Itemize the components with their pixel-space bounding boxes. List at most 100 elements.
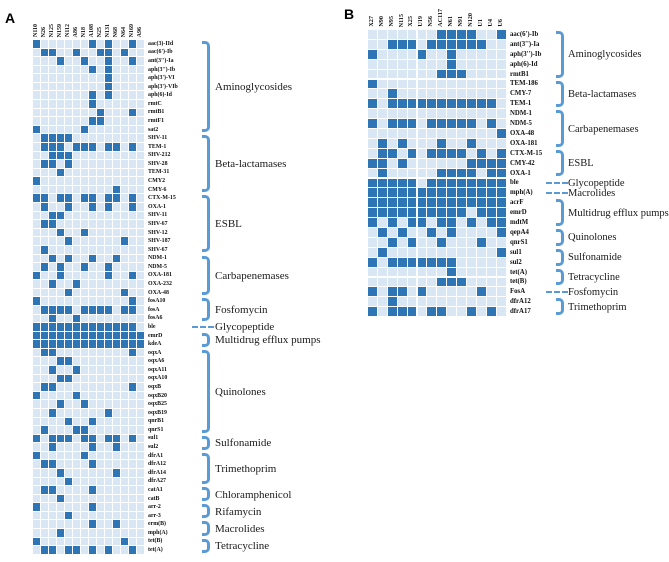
heatmap-cell — [407, 237, 417, 247]
heatmap-cell — [89, 142, 97, 151]
heatmap-cell — [467, 39, 476, 49]
heatmap-cell — [41, 134, 49, 142]
heatmap-cell — [57, 520, 65, 529]
heatmap-cell — [437, 39, 447, 49]
gene-row-label: FosA — [510, 288, 526, 296]
heatmap-cell — [113, 74, 121, 82]
heatmap-cell — [129, 271, 137, 280]
heatmap-cell — [113, 160, 121, 168]
heatmap-cell — [417, 228, 427, 237]
heatmap-cell — [368, 267, 377, 277]
heatmap-cell — [97, 288, 105, 297]
heatmap-cell — [57, 340, 65, 348]
heatmap-cell — [121, 245, 129, 254]
heatmap-cell — [89, 40, 97, 48]
heatmap-cell — [129, 400, 137, 408]
heatmap-cell — [486, 267, 496, 277]
heatmap-cell — [368, 30, 377, 39]
heatmap-cell — [368, 218, 377, 227]
heatmap-cell — [89, 91, 97, 100]
heatmap-cell — [57, 57, 65, 65]
heatmap-cell — [89, 288, 97, 297]
heatmap-cell — [129, 185, 137, 194]
heatmap-cell — [407, 257, 417, 267]
gene-row-label: OXA-181 — [148, 272, 172, 279]
heatmap-cell — [65, 211, 73, 220]
heatmap-cell — [113, 151, 121, 160]
heatmap-cell — [65, 228, 73, 237]
group-label: ESBL — [568, 158, 594, 170]
heatmap-cell — [467, 297, 476, 307]
heatmap-cell — [121, 211, 129, 220]
heatmap-cell — [81, 65, 89, 74]
heatmap-cell — [105, 263, 113, 271]
heatmap-cell — [97, 348, 105, 357]
heatmap-cell — [407, 69, 417, 79]
heatmap-cell — [57, 297, 65, 305]
heatmap-cell — [387, 277, 397, 287]
heatmap-cell — [33, 503, 41, 511]
heatmap-cell — [49, 57, 57, 65]
heatmap-cell — [121, 228, 129, 237]
column-header-label: N120 — [466, 13, 474, 27]
heatmap-cell — [33, 348, 41, 357]
heatmap-cell — [57, 366, 65, 374]
column-header-label: N68 — [113, 26, 119, 37]
heatmap-cell — [65, 168, 73, 177]
heatmap-cell — [65, 503, 73, 511]
heatmap-cell — [49, 168, 57, 177]
heatmap-cell — [387, 208, 397, 218]
heatmap-cell — [41, 511, 49, 520]
heatmap-cell — [457, 69, 466, 79]
heatmap-cell — [73, 211, 81, 220]
heatmap-cell — [33, 288, 41, 297]
heatmap-cell — [65, 460, 73, 468]
gene-row-label: oqxB19 — [148, 409, 167, 416]
heatmap-cell — [65, 383, 73, 391]
heatmap-cell — [486, 168, 496, 178]
gene-row-label: acrF — [510, 199, 524, 207]
heatmap-cell — [89, 520, 97, 529]
heatmap-cell — [65, 546, 73, 554]
heatmap-cell — [57, 168, 65, 177]
heatmap-cell — [41, 194, 49, 203]
heatmap-cell — [377, 257, 387, 267]
heatmap-cell — [81, 237, 89, 245]
heatmap-cell — [129, 383, 137, 391]
heatmap-cell — [49, 486, 57, 494]
heatmap-cell — [457, 178, 466, 188]
heatmap-cell — [81, 314, 89, 323]
heatmap-cell — [49, 323, 57, 331]
heatmap-cell — [33, 366, 41, 374]
heatmap-cell — [33, 537, 41, 546]
heatmap-cell — [137, 408, 145, 417]
heatmap-cell — [65, 117, 73, 125]
heatmap-cell — [121, 220, 129, 228]
heatmap-cell — [57, 323, 65, 331]
heatmap-cell — [105, 340, 113, 348]
heatmap-cell — [41, 520, 49, 529]
heatmap-cell — [113, 340, 121, 348]
gene-row-label: arr-3 — [148, 512, 161, 519]
heatmap-cell — [81, 125, 89, 134]
heatmap-cell — [129, 288, 137, 297]
heatmap-cell — [97, 177, 105, 185]
heatmap-cell — [368, 257, 377, 267]
heatmap-cell — [33, 297, 41, 305]
gene-row-label: catB — [148, 495, 160, 502]
heatmap-cell — [377, 119, 387, 128]
heatmap-cell — [89, 486, 97, 494]
heatmap-cell — [417, 188, 427, 198]
heatmap-cell — [113, 503, 121, 511]
heatmap-cell — [97, 391, 105, 400]
column-header-label: N125 — [49, 23, 55, 37]
heatmap-cell — [105, 408, 113, 417]
heatmap-cell — [437, 129, 447, 138]
heatmap-cell — [476, 168, 486, 178]
heatmap-cell — [33, 529, 41, 537]
heatmap-cell — [407, 168, 417, 178]
heatmap-cell — [65, 48, 73, 57]
heatmap-cell — [105, 125, 113, 134]
heatmap-cell — [89, 417, 97, 426]
heatmap-cell — [41, 348, 49, 357]
